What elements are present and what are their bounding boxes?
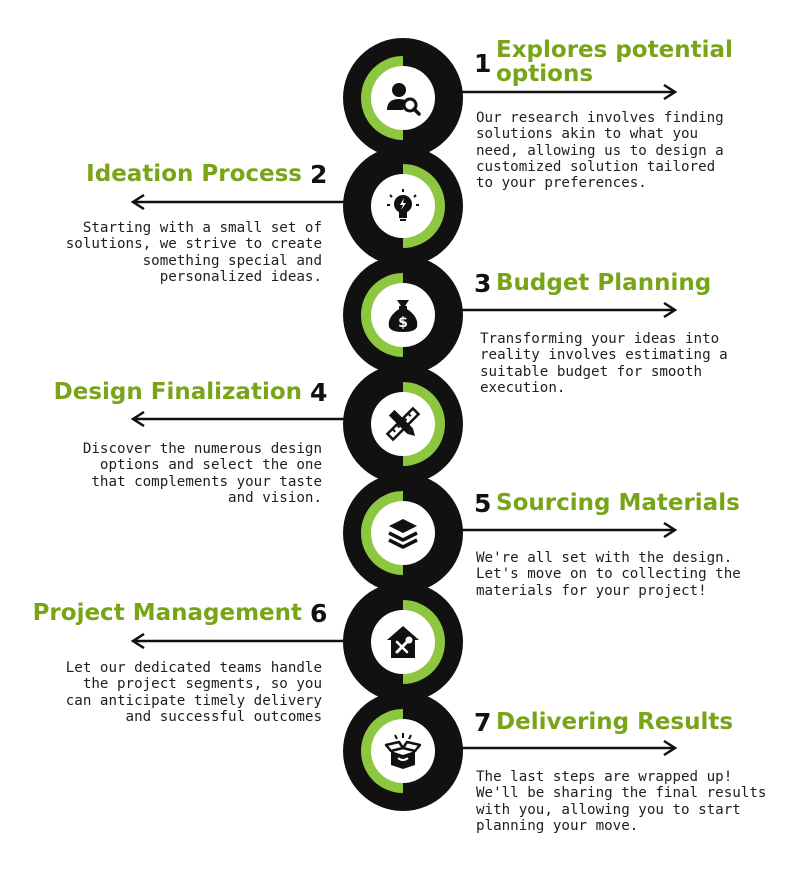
step-4-number: 4	[310, 378, 328, 407]
step-2-arrow	[130, 194, 351, 210]
step-3-title: Budget Planning	[496, 270, 712, 296]
step-1-number: 1	[474, 49, 492, 78]
step-6-number: 6	[310, 599, 328, 628]
step-1-description: Our research involves finding solutions …	[476, 110, 724, 192]
step-3-circle: $	[341, 253, 465, 377]
step-3-number: 3	[474, 269, 492, 298]
svg-text:$: $	[398, 315, 408, 331]
step-7-description: The last steps are wrapped up! We'll be …	[476, 769, 767, 834]
step-5-number: 5	[474, 489, 492, 518]
money-bag-icon: $	[383, 295, 423, 335]
lightbulb-icon	[383, 186, 423, 226]
step-1-ring	[343, 38, 463, 158]
step-5-title: Sourcing Materials	[496, 490, 740, 516]
step-6-arrow	[130, 633, 351, 649]
step-1-arrow	[458, 84, 678, 100]
step-6-title: Project Management	[32, 600, 302, 626]
step-4-title: Design Finalization	[53, 379, 302, 405]
step-2-description: Starting with a small set of solutions, …	[65, 220, 322, 285]
step-2-title: Ideation Process	[86, 161, 302, 187]
step-5-circle	[341, 471, 465, 595]
step-7-arrow	[458, 740, 678, 756]
house-tools-icon	[383, 622, 423, 662]
user-search-icon	[383, 78, 423, 118]
step-7-ring	[343, 691, 463, 811]
step-3-description: Transforming your ideas into reality inv…	[480, 331, 728, 396]
step-2-circle	[341, 144, 465, 268]
ruler-pencil-icon	[383, 404, 423, 444]
step-4-circle	[341, 362, 465, 486]
step-1-title: Explores potential options	[496, 37, 733, 87]
step-4-arrow	[130, 411, 351, 427]
step-4-description: Discover the numerous design options and…	[82, 441, 322, 506]
step-6-description: Let our dedicated teams handle the proje…	[65, 660, 322, 725]
step-7-title: Delivering Results	[496, 709, 734, 735]
open-box-icon	[383, 731, 423, 771]
step-1-circle	[341, 36, 465, 160]
step-5-arrow	[458, 522, 678, 538]
step-6-circle	[341, 580, 465, 704]
step-3-arrow	[458, 302, 678, 318]
step-2-number: 2	[310, 160, 328, 189]
step-7-number: 7	[474, 708, 492, 737]
step-7-circle	[341, 689, 465, 813]
layers-icon	[383, 513, 423, 553]
step-5-description: We're all set with the design. Let's mov…	[476, 550, 741, 599]
